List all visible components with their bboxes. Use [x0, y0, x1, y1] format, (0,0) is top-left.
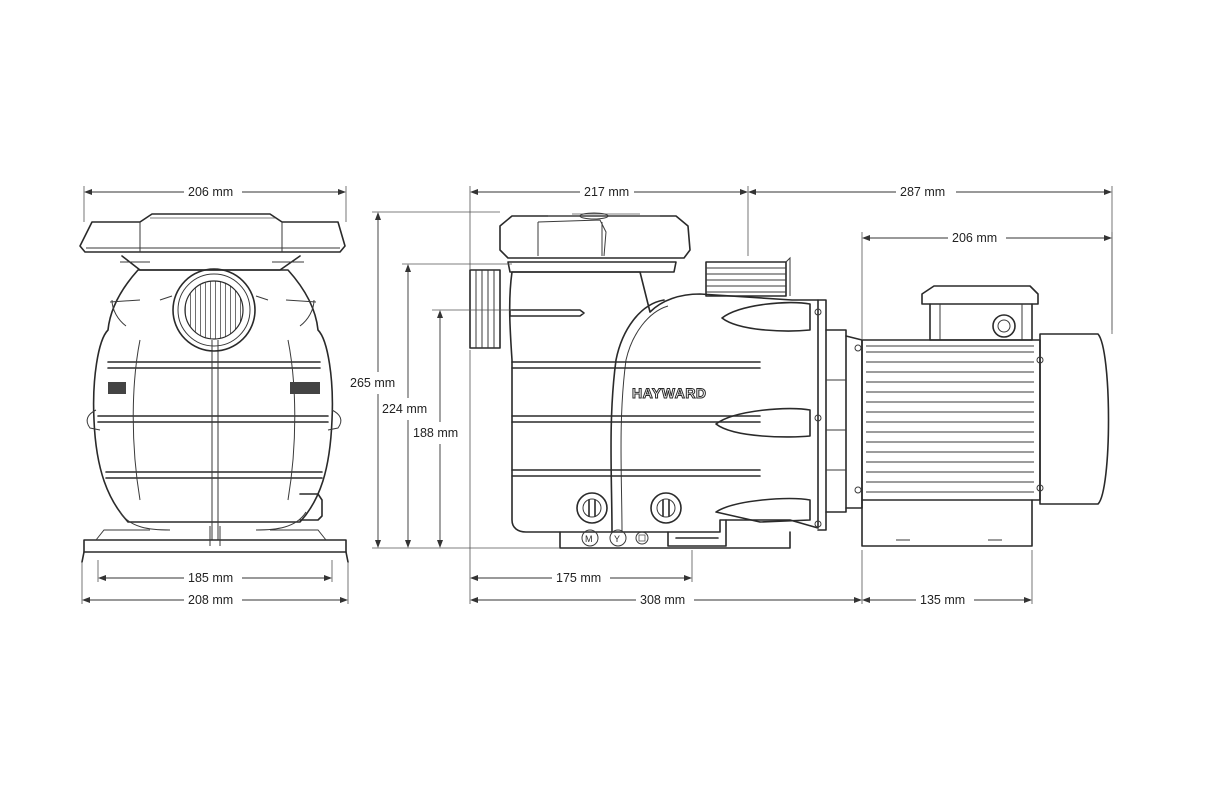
dim-motor-body: 206 mm: [952, 231, 997, 245]
dimension-lines: 206 mm 217 mm 287 mm 206 mm 265 mm 224 m…: [81, 185, 1113, 607]
terminal-box: [921, 285, 1039, 341]
fan-cover: [1039, 333, 1110, 505]
front-view: [79, 213, 349, 563]
dim-base-front-offset: 175 mm: [556, 571, 601, 585]
dim-front-base-width: 208 mm: [188, 593, 233, 607]
dim-front-foot-inner: 185 mm: [188, 571, 233, 585]
dim-side-housing-width: 217 mm: [584, 185, 629, 199]
dim-length-to-flange: 308 mm: [640, 593, 685, 607]
svg-text:M: M: [585, 534, 593, 544]
brand-logo: HAYWARD: [632, 385, 707, 401]
dim-height-outlet: 224 mm: [382, 402, 427, 416]
motor-body: [861, 339, 1041, 501]
side-inlet-port: [469, 269, 501, 349]
dim-motor-length-top: 287 mm: [900, 185, 945, 199]
svg-text:Y: Y: [614, 534, 620, 544]
side-outlet-port: [705, 256, 791, 297]
front-inlet-port: [159, 268, 269, 352]
front-lid: [79, 213, 346, 253]
dim-front-top-width: 206 mm: [188, 185, 233, 199]
dim-motor-foot: 135 mm: [920, 593, 965, 607]
front-body: [92, 269, 334, 523]
side-lid: [499, 212, 691, 259]
front-cage-ribs: [97, 339, 329, 540]
drain-plugs: [576, 492, 682, 524]
dim-height-inlet: 188 mm: [413, 426, 458, 440]
side-housing-body: [508, 271, 819, 533]
dim-height-total: 265 mm: [350, 376, 395, 390]
front-base: [81, 526, 349, 563]
motor-fins: [866, 345, 1034, 493]
side-view-pump: HAYWARD M Y: [469, 212, 863, 549]
front-neck: [121, 255, 301, 271]
side-view-motor: [861, 285, 1110, 547]
motor-adapter: [814, 299, 863, 531]
base-marks: M Y: [581, 529, 649, 547]
